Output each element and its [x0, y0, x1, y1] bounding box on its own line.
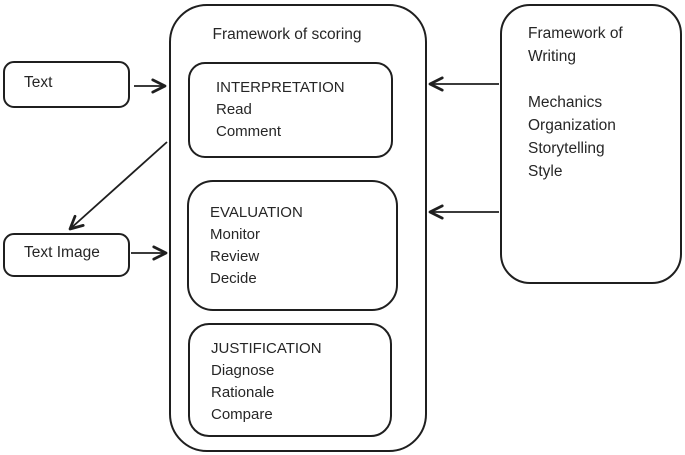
framework-of-writing-title-line2: Writing [528, 48, 576, 65]
writing-item: Mechanics [528, 94, 603, 111]
evaluation-item: Decide [210, 270, 257, 287]
interpretation-title: INTERPRETATION [216, 79, 345, 96]
evaluation-box: EVALUATION Monitor Review Decide [187, 180, 398, 311]
framework-of-scoring-title: Framework of scoring [212, 26, 362, 43]
evaluation-item: Review [210, 248, 260, 265]
justification-item: Diagnose [211, 362, 275, 379]
interpretation-item: Read [216, 101, 252, 118]
spacer-line [528, 68, 680, 91]
justification-box: JUSTIFICATION Diagnose Rationale Compare [188, 323, 392, 437]
writing-item: Organization [528, 117, 616, 134]
evaluation-title: EVALUATION [210, 204, 303, 221]
justification-item: Compare [211, 406, 273, 423]
text-box-label: Text [24, 73, 53, 91]
writing-item: Storytelling [528, 140, 605, 157]
writing-item: Style [528, 163, 563, 180]
text-image-box: Text Image [3, 233, 130, 277]
justification-item: Rationale [211, 384, 275, 401]
evaluation-item: Monitor [210, 226, 261, 243]
arrow-scoring-to-text-image [68, 141, 168, 231]
text-box: Text [3, 61, 130, 108]
text-image-box-label: Text Image [24, 244, 100, 261]
framework-of-writing-title-line1: Framework of [528, 25, 623, 42]
justification-title: JUSTIFICATION [211, 340, 322, 357]
framework-of-writing-box: Framework of Writing Mechanics Organizat… [500, 4, 682, 284]
interpretation-box: INTERPRETATION Read Comment [188, 62, 393, 158]
interpretation-item: Comment [216, 123, 282, 140]
